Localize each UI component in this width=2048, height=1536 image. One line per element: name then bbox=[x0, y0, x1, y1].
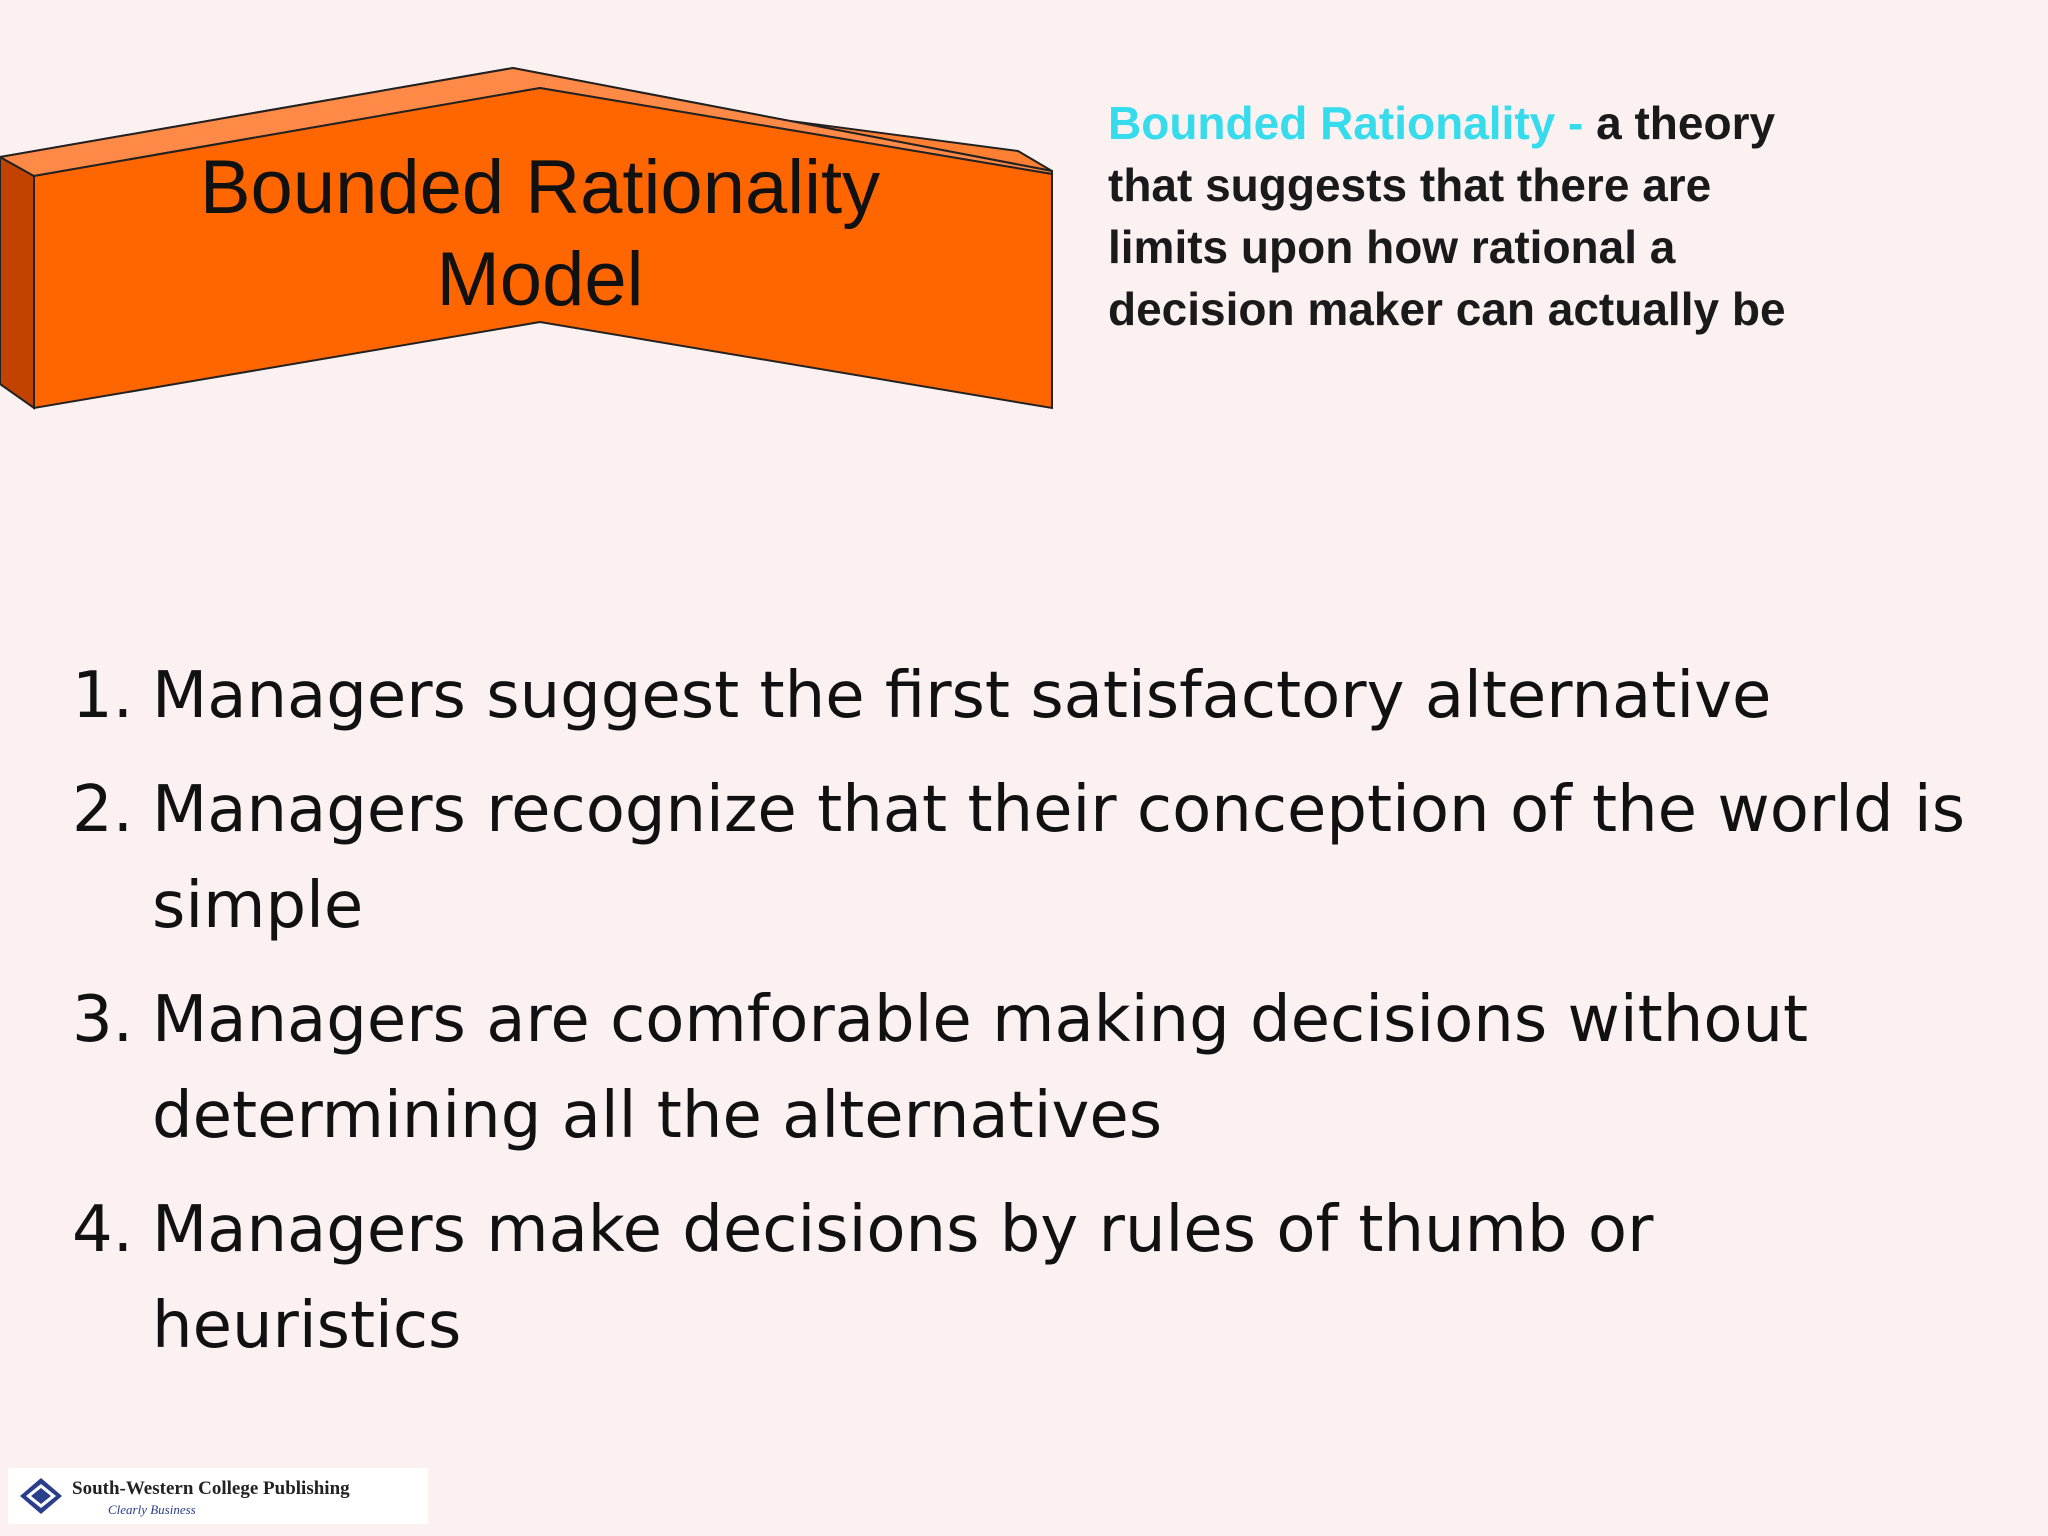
definition-separator: - bbox=[1555, 97, 1597, 149]
banner-title-line2: Model bbox=[436, 237, 644, 322]
publisher-logo-icon bbox=[20, 1478, 62, 1514]
list-item-number: 4. bbox=[72, 1193, 134, 1267]
list-item-number: 1. bbox=[72, 659, 134, 733]
banner-title-line1: Bounded Rationality bbox=[199, 145, 881, 230]
points-list: 1. Managers suggest the first satisfacto… bbox=[72, 648, 1972, 1392]
list-item-text: Managers recognize that their conception… bbox=[152, 773, 1966, 943]
list-item-text: Managers are comforable making decisions… bbox=[152, 983, 1809, 1153]
definition-body: a theory that suggests that there are li… bbox=[1108, 97, 1786, 335]
list-item: 1. Managers suggest the first satisfacto… bbox=[72, 648, 1972, 744]
list-item-text: Managers suggest the first satisfactory … bbox=[152, 659, 1772, 733]
list-item-number: 2. bbox=[72, 773, 134, 847]
banner-arrow-shape bbox=[0, 66, 1053, 410]
publisher-logo-name: South-Western College Publishing bbox=[72, 1478, 350, 1499]
list-item: 2. Managers recognize that their concept… bbox=[72, 762, 1972, 954]
definition-term: Bounded Rationality bbox=[1108, 97, 1556, 149]
banner-title: Bounded Rationality Model bbox=[40, 142, 1040, 326]
publisher-logo-tagline: Clearly Business bbox=[108, 1502, 196, 1517]
definition-text: Bounded Rationality - a theory that sugg… bbox=[1108, 92, 1788, 340]
list-item: 4. Managers make decisions by rules of t… bbox=[72, 1182, 1972, 1374]
list-item-number: 3. bbox=[72, 983, 134, 1057]
list-item-text: Managers make decisions by rules of thum… bbox=[152, 1193, 1654, 1363]
publisher-logo: South-Western College Publishing Clearly… bbox=[8, 1468, 428, 1524]
list-item: 3. Managers are comforable making decisi… bbox=[72, 972, 1972, 1164]
